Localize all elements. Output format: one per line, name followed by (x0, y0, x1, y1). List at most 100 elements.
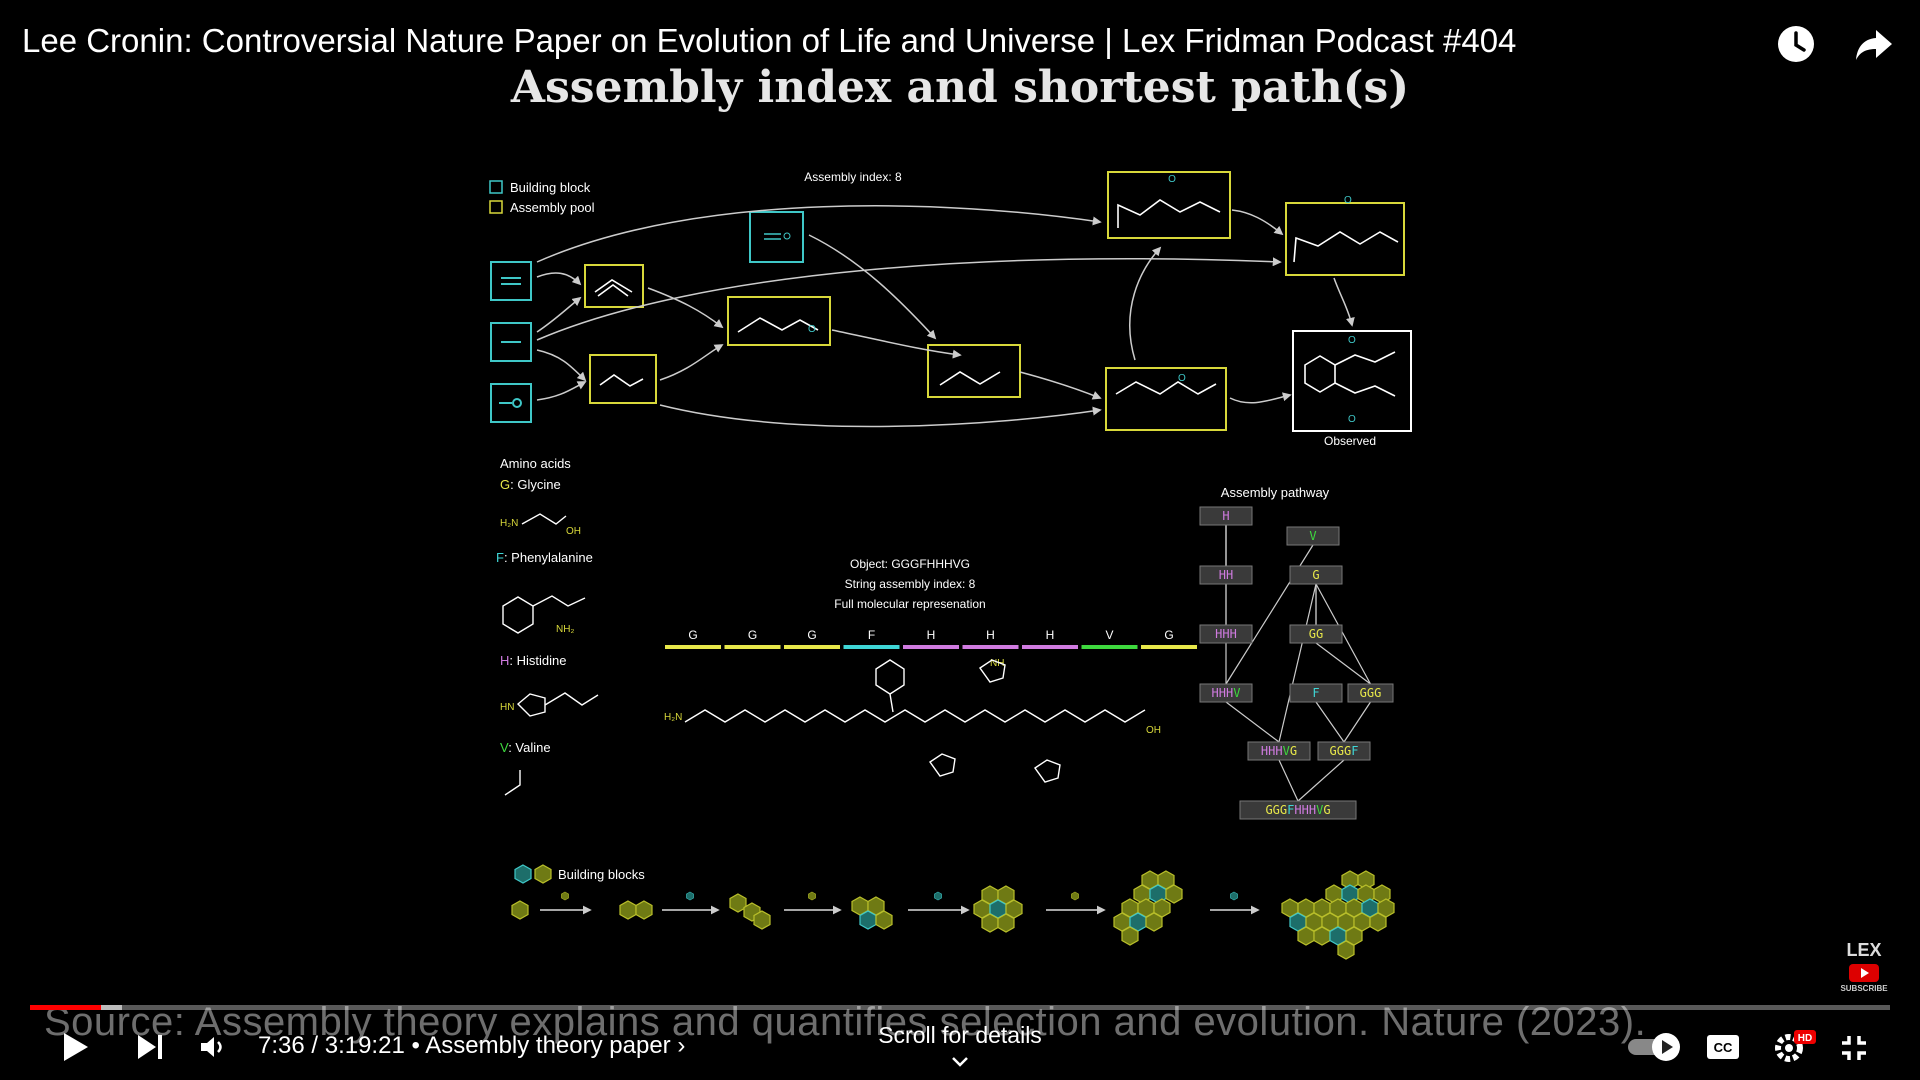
string-bar (1141, 645, 1197, 649)
svg-text:H₂N: H₂N (500, 518, 518, 529)
pathway-node (1239, 800, 1357, 820)
added-block (1230, 891, 1238, 901)
pool-box-4 (927, 344, 1021, 398)
pathway-edge (1315, 642, 1371, 685)
scroll-for-details[interactable]: Scroll for details (878, 1022, 1042, 1048)
pathway-node-label: F (1312, 686, 1319, 700)
pathway-node-label: H (1222, 509, 1229, 523)
observed-box (1292, 330, 1412, 432)
exit-fullscreen-icon[interactable] (1840, 1034, 1868, 1062)
bb-carbonyl-box (749, 211, 804, 263)
svg-text:CC: CC (1714, 1040, 1733, 1055)
svg-text:OH: OH (566, 526, 581, 537)
subtitle-caption: Source: Assembly theory explains and qua… (44, 1000, 1647, 1044)
svg-text:H: Histidine: H: Histidine (500, 653, 566, 668)
hd-badge (1794, 1030, 1816, 1044)
pool-box-6 (1105, 367, 1227, 431)
pathway-node-label: GGGF (1330, 744, 1359, 758)
volume-icon[interactable] (198, 1033, 226, 1061)
svg-text:O: O (1178, 373, 1186, 384)
svg-text:O: O (808, 324, 816, 335)
string-bar (1022, 645, 1078, 649)
amino-acid-valine: V: Valine (500, 740, 551, 796)
pathway-node (1199, 565, 1253, 585)
pool-box-7 (1285, 202, 1405, 276)
legend-building-block-swatch (489, 180, 503, 194)
pathway-node-label: GGG (1360, 686, 1382, 700)
pathway-node (1199, 624, 1253, 644)
video-title[interactable]: Lee Cronin: Controversial Nature Paper o… (22, 22, 1517, 59)
string-letter: H (927, 628, 936, 642)
svg-text:O: O (1344, 195, 1352, 206)
progress-bar[interactable] (30, 1005, 1890, 1010)
amino-acid-phenylalanine: F: Phenylalanine (496, 550, 593, 634)
object-line-2: String assembly index: 8 (845, 577, 976, 591)
assembly-figure: Building block Assembly pool Assembly in… (489, 170, 1412, 960)
chevron-down-icon[interactable] (950, 1052, 970, 1072)
svg-text:NH: NH (990, 658, 1004, 669)
time-display: 7:36 / 3:19:21 • Assembly theory paper › (258, 1032, 686, 1059)
svg-text:O: O (1348, 335, 1356, 346)
pathway-edge (1343, 701, 1372, 743)
pathway-edge (1225, 701, 1280, 743)
added-block (1071, 891, 1079, 901)
pool-box-3 (727, 296, 831, 346)
channel-logo[interactable]: LEX SUBSCRIBE (1840, 940, 1888, 993)
string-letter: G (688, 628, 697, 642)
string-bar (903, 645, 959, 649)
pathway-node (1247, 741, 1311, 761)
amino-acid-histidine: H: Histidine (500, 653, 599, 717)
string-bar (784, 645, 840, 649)
legend-building-block: Building block (510, 180, 591, 195)
pathway-node (1289, 683, 1343, 703)
amino-acid-glycine: G: Glycine (500, 477, 567, 525)
pathway-node (1199, 506, 1253, 526)
autoplay-toggle[interactable] (1626, 1030, 1686, 1064)
chapter-title[interactable]: • Assembly theory paper › (411, 1032, 686, 1059)
string-letter: F (868, 628, 875, 642)
top-controls (1774, 22, 1896, 66)
peptide-backbone (684, 709, 1146, 723)
pathway-node-label: GG (1309, 627, 1323, 641)
clock-icon[interactable] (1774, 22, 1818, 66)
string-letter: G (748, 628, 757, 642)
pathway-node (1199, 683, 1253, 703)
next-icon[interactable] (134, 1032, 166, 1062)
pathway-edge (1297, 759, 1345, 802)
pathway-node (1317, 741, 1371, 761)
pathway-node-label: HHHVG (1261, 744, 1297, 758)
hex-cluster (851, 896, 893, 930)
object-line-1: Object: GGGFHHHVG (850, 557, 970, 571)
string-bar (843, 645, 900, 649)
pathway-node (1289, 565, 1343, 585)
string-bar (665, 645, 721, 649)
svg-text:O: O (1168, 174, 1176, 185)
string-letter: G (1164, 628, 1173, 642)
pathway-node (1286, 526, 1340, 546)
legend-assembly-pool: Assembly pool (510, 200, 595, 215)
hex-cluster (973, 885, 1023, 933)
added-block (686, 891, 694, 901)
pathway-node (1347, 683, 1394, 703)
pathway-edge (1315, 583, 1372, 685)
pathway-node-label: HHHV (1212, 686, 1241, 700)
amino-acids-heading: Amino acids (500, 456, 571, 471)
pathway-edge (1315, 701, 1345, 743)
settings-gear-icon[interactable]: HD (1772, 1026, 1818, 1066)
pool-box-2 (589, 354, 657, 404)
building-blocks-column (490, 261, 532, 423)
string-letter: V (1105, 628, 1113, 642)
observed-label: Observed (1324, 434, 1376, 448)
added-block (934, 891, 942, 901)
peptide-phenyl-ring (875, 659, 905, 695)
play-icon[interactable] (58, 1030, 92, 1064)
hex-cluster (619, 900, 653, 920)
captions-icon[interactable]: CC (1706, 1034, 1740, 1060)
slide-title: Assembly index and shortest path(s) (510, 62, 1410, 113)
legend-assembly-pool-swatch (489, 200, 503, 214)
building-block-single-bond (490, 322, 532, 362)
pathway-node-label: G (1312, 568, 1319, 582)
share-arrow-icon[interactable] (1852, 22, 1896, 66)
